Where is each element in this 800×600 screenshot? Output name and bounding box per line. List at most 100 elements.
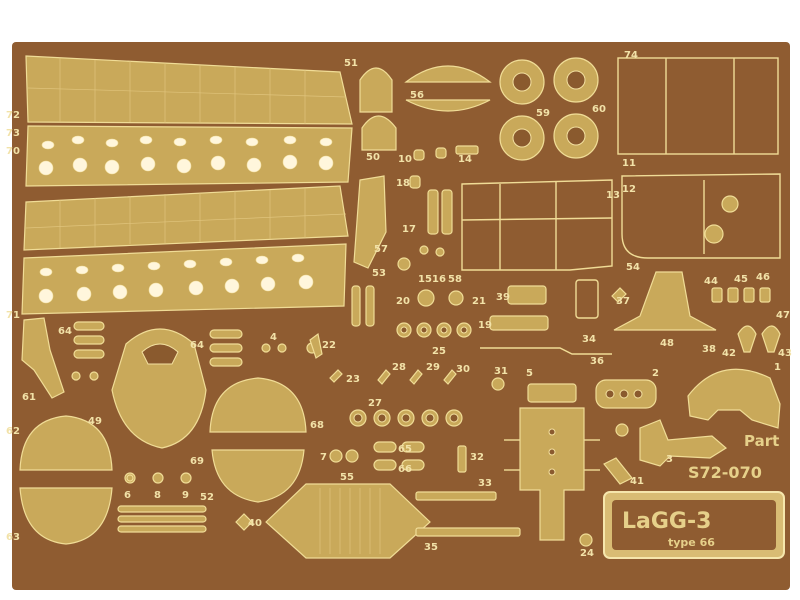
part-number-5: 5 <box>526 368 533 379</box>
part-50-seat <box>361 115 397 151</box>
part-number-3: 3 <box>666 454 673 465</box>
washer-row <box>396 289 472 338</box>
part-number-71: 71 <box>6 310 20 321</box>
part-2-frame <box>595 379 657 409</box>
part-number-23: 23 <box>346 374 360 385</box>
instrument-panel-left <box>461 179 613 271</box>
plate-title: LaGG-3 <box>622 509 711 534</box>
part-number-63: 63 <box>6 532 20 543</box>
sheet-code: S72-070 <box>688 463 762 482</box>
part-number-64a: 64 <box>58 326 72 337</box>
part-27-ring-row <box>349 409 463 427</box>
part-number-37: 37 <box>616 296 630 307</box>
part-number-51: 51 <box>344 58 358 69</box>
part-number-39: 39 <box>496 292 510 303</box>
part-22-lever <box>309 332 323 359</box>
part-number-52: 52 <box>200 492 214 503</box>
part-74-frame <box>617 57 779 155</box>
title-plate <box>603 491 785 559</box>
instrument-panel-right <box>621 173 781 259</box>
part-1-cowl <box>687 368 781 429</box>
part-number-40: 40 <box>248 518 262 529</box>
flap-panel-lower <box>21 185 349 315</box>
part-number-12: 12 <box>622 184 636 195</box>
flap-panel-upper <box>25 55 353 187</box>
part-number-4: 4 <box>270 332 277 343</box>
part-number-46: 46 <box>756 272 770 283</box>
part-number-72: 72 <box>6 110 20 121</box>
part-number-1: 1 <box>774 362 781 373</box>
part-48-seat-base <box>613 271 717 331</box>
part-number-21: 21 <box>472 296 486 307</box>
part-number-55: 55 <box>340 472 354 483</box>
part-number-35: 35 <box>424 542 438 553</box>
part-number-10: 10 <box>398 154 412 165</box>
part-number-41: 41 <box>630 476 644 487</box>
wheel-hubs <box>499 57 599 161</box>
part-number-44: 44 <box>704 276 718 287</box>
part-number-36: 36 <box>590 356 604 367</box>
part-number-28: 28 <box>392 362 406 373</box>
part-number-49: 49 <box>88 416 102 427</box>
part-number-69: 69 <box>190 456 204 467</box>
part-number-27: 27 <box>368 398 382 409</box>
small-clips <box>351 145 479 327</box>
part-37-lever <box>611 287 627 303</box>
part-number-38: 38 <box>702 344 716 355</box>
part-number-2: 2 <box>652 368 659 379</box>
part-34 <box>575 279 599 319</box>
part-number-15: 15 <box>418 274 432 285</box>
buckles-44-47 <box>711 287 781 353</box>
part-number-47: 47 <box>776 310 790 321</box>
sheet-part-text: Part <box>744 432 779 450</box>
part-number-65: 65 <box>398 444 412 455</box>
part-number-58: 58 <box>448 274 462 285</box>
part-55-grille <box>265 483 431 559</box>
part-number-17: 17 <box>402 224 416 235</box>
part-41-clip <box>603 457 633 485</box>
part-number-16: 16 <box>432 274 446 285</box>
bars-33-35 <box>415 491 521 537</box>
part-number-62: 62 <box>6 426 20 437</box>
part-49-cutout <box>141 343 179 365</box>
pins-left <box>71 342 318 533</box>
part-number-45: 45 <box>734 274 748 285</box>
part-number-70: 70 <box>6 146 20 157</box>
part-number-33: 33 <box>478 478 492 489</box>
part-56-ribbed <box>404 65 492 112</box>
part-24-disc <box>579 533 593 547</box>
part-number-48: 48 <box>660 338 674 349</box>
parts-65-66-7 <box>329 441 467 473</box>
part-number-18: 18 <box>396 178 410 189</box>
part-number-6: 6 <box>124 490 131 501</box>
part-number-29: 29 <box>426 362 440 373</box>
part-number-73: 73 <box>6 128 20 139</box>
part-number-7: 7 <box>320 452 327 463</box>
part-number-30: 30 <box>456 364 470 375</box>
part-number-64b: 64 <box>190 340 204 351</box>
part-number-61: 61 <box>22 392 36 403</box>
part-number-54: 54 <box>626 262 640 273</box>
part-number-8: 8 <box>154 490 161 501</box>
part-3-bracket <box>615 419 728 467</box>
part-68-half-disc <box>209 377 307 433</box>
part-number-24: 24 <box>580 548 594 559</box>
part-64-links <box>209 329 243 367</box>
part-number-32: 32 <box>470 452 484 463</box>
part-number-19: 19 <box>478 320 492 331</box>
part-number-56: 56 <box>410 90 424 101</box>
part-number-59: 59 <box>536 108 550 119</box>
part-69-half-disc <box>211 449 305 503</box>
part-57-strut <box>353 175 387 269</box>
part-19 <box>489 315 549 331</box>
part-number-43: 43 <box>778 348 792 359</box>
part-number-74: 74 <box>624 50 638 61</box>
levers-23-31 <box>329 369 505 391</box>
part-number-14: 14 <box>458 154 472 165</box>
part-number-34: 34 <box>582 334 596 345</box>
part-40-hook <box>235 513 253 531</box>
part-54-links <box>73 321 105 359</box>
part-number-9: 9 <box>182 490 189 501</box>
part-39 <box>507 285 547 305</box>
